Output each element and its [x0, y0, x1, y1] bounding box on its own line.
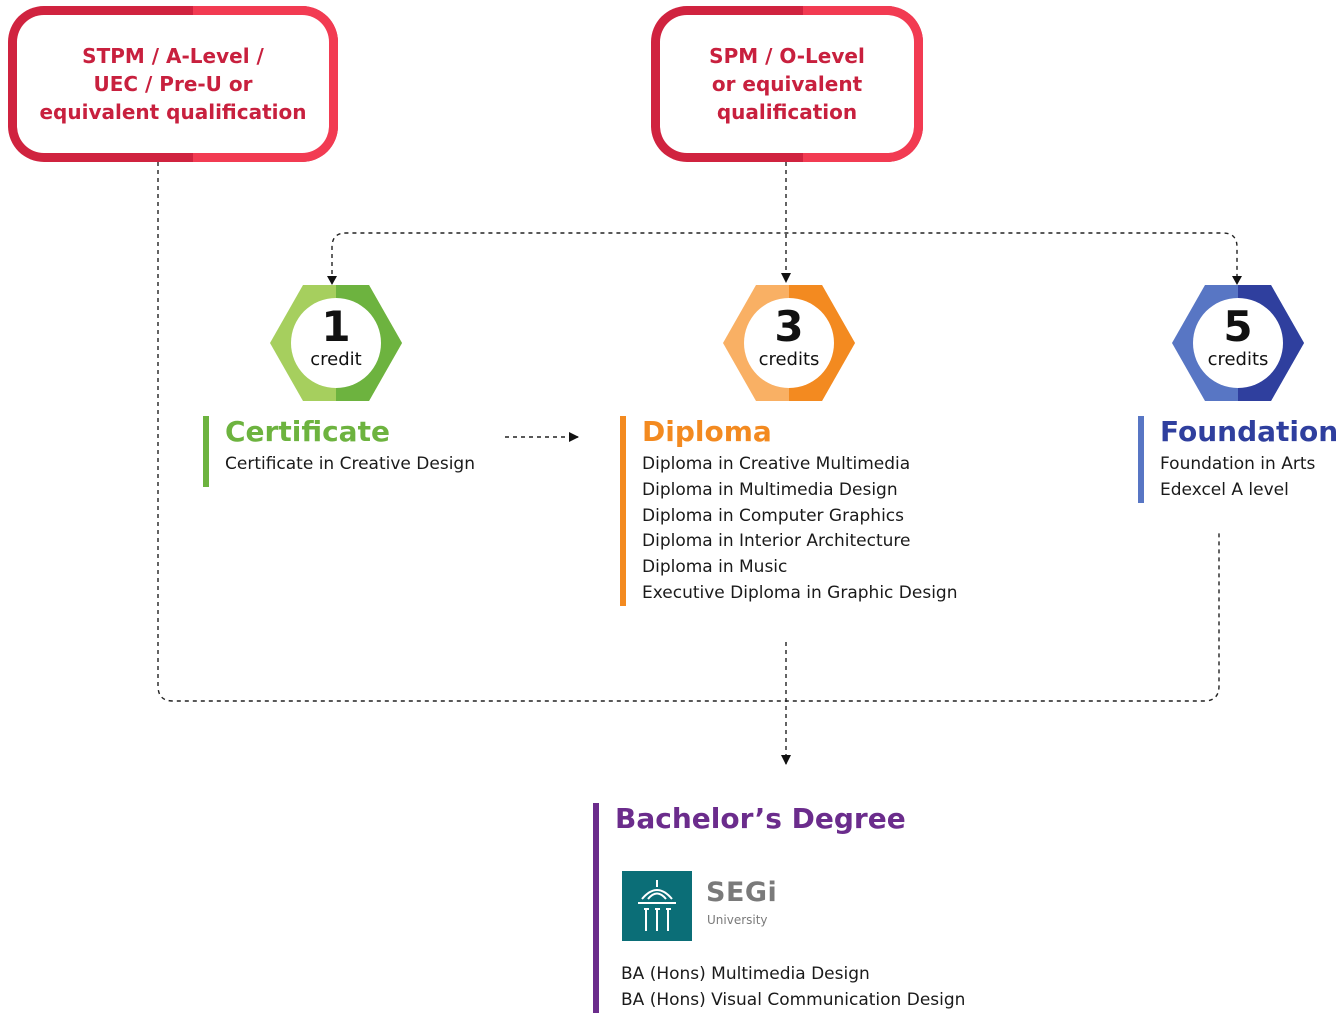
credit-badge-diploma: 3 credits	[723, 285, 855, 401]
connector-stpm-to-bachelor	[157, 162, 1220, 702]
bachelor-section: Bachelor’s Degree	[593, 803, 906, 1013]
program-item: Certificate in Creative Design	[225, 454, 475, 474]
entry-box-stpm-label: STPM / A-Level / UEC / Pre-U or equivale…	[17, 15, 329, 153]
entry-box-spm: SPM / O-Level or equivalent qualificatio…	[651, 6, 923, 162]
credit-number: 1	[321, 302, 351, 351]
program-item: Foundation in Arts	[1160, 454, 1316, 474]
hexagon-icon	[270, 285, 402, 401]
arrow-to-foundation	[1232, 276, 1242, 285]
program-item: Executive Diploma in Graphic Design	[642, 582, 958, 603]
program-item: Edexcel A level	[1160, 479, 1289, 500]
hexagon-icon	[723, 285, 855, 401]
program-item: Diploma in Multimedia Design	[642, 479, 898, 500]
credit-unit: credits	[758, 349, 820, 370]
diploma-section: Diploma Diploma in Creative Multimedia D…	[620, 416, 958, 606]
program-item: BA (Hons) Multimedia Design	[621, 964, 870, 984]
segi-logo-subtitle: University	[707, 913, 768, 927]
bachelor-title: Bachelor’s Degree	[615, 802, 906, 835]
segi-university-logo: SEGi University	[622, 871, 782, 941]
program-item: Diploma in Music	[642, 557, 788, 578]
hexagon-icon	[1172, 285, 1304, 401]
diploma-title: Diploma	[642, 415, 772, 448]
credit-number: 3	[774, 302, 804, 351]
program-item: Diploma in Creative Multimedia	[642, 454, 911, 474]
foundation-section: Foundation Foundation in Arts Edexcel A …	[1138, 416, 1338, 503]
entry-box-spm-label: SPM / O-Level or equivalent qualificatio…	[660, 15, 914, 153]
arrow-to-certificate	[327, 276, 337, 285]
foundation-title: Foundation	[1160, 415, 1339, 448]
certificate-section: Certificate Certificate in Creative Desi…	[203, 416, 475, 487]
bachelor-programs: BA (Hons) Multimedia Design BA (Hons) Vi…	[621, 962, 965, 1014]
credit-number: 5	[1223, 302, 1253, 351]
segi-logo-name: SEGi	[706, 877, 778, 908]
program-item: Diploma in Computer Graphics	[642, 505, 904, 526]
program-item: Diploma in Interior Architecture	[642, 531, 911, 552]
credit-unit: credits	[1207, 349, 1269, 370]
program-item: BA (Hons) Visual Communication Design	[621, 989, 966, 1010]
credit-badge-certificate: 1 credit	[270, 285, 402, 401]
certificate-title: Certificate	[225, 415, 390, 448]
credit-unit: credit	[310, 349, 362, 370]
entry-box-stpm: STPM / A-Level / UEC / Pre-U or equivale…	[8, 6, 338, 162]
connector-spm-branch	[331, 232, 1238, 282]
credit-badge-foundation: 5 credits	[1172, 285, 1304, 401]
building-icon	[622, 871, 692, 941]
